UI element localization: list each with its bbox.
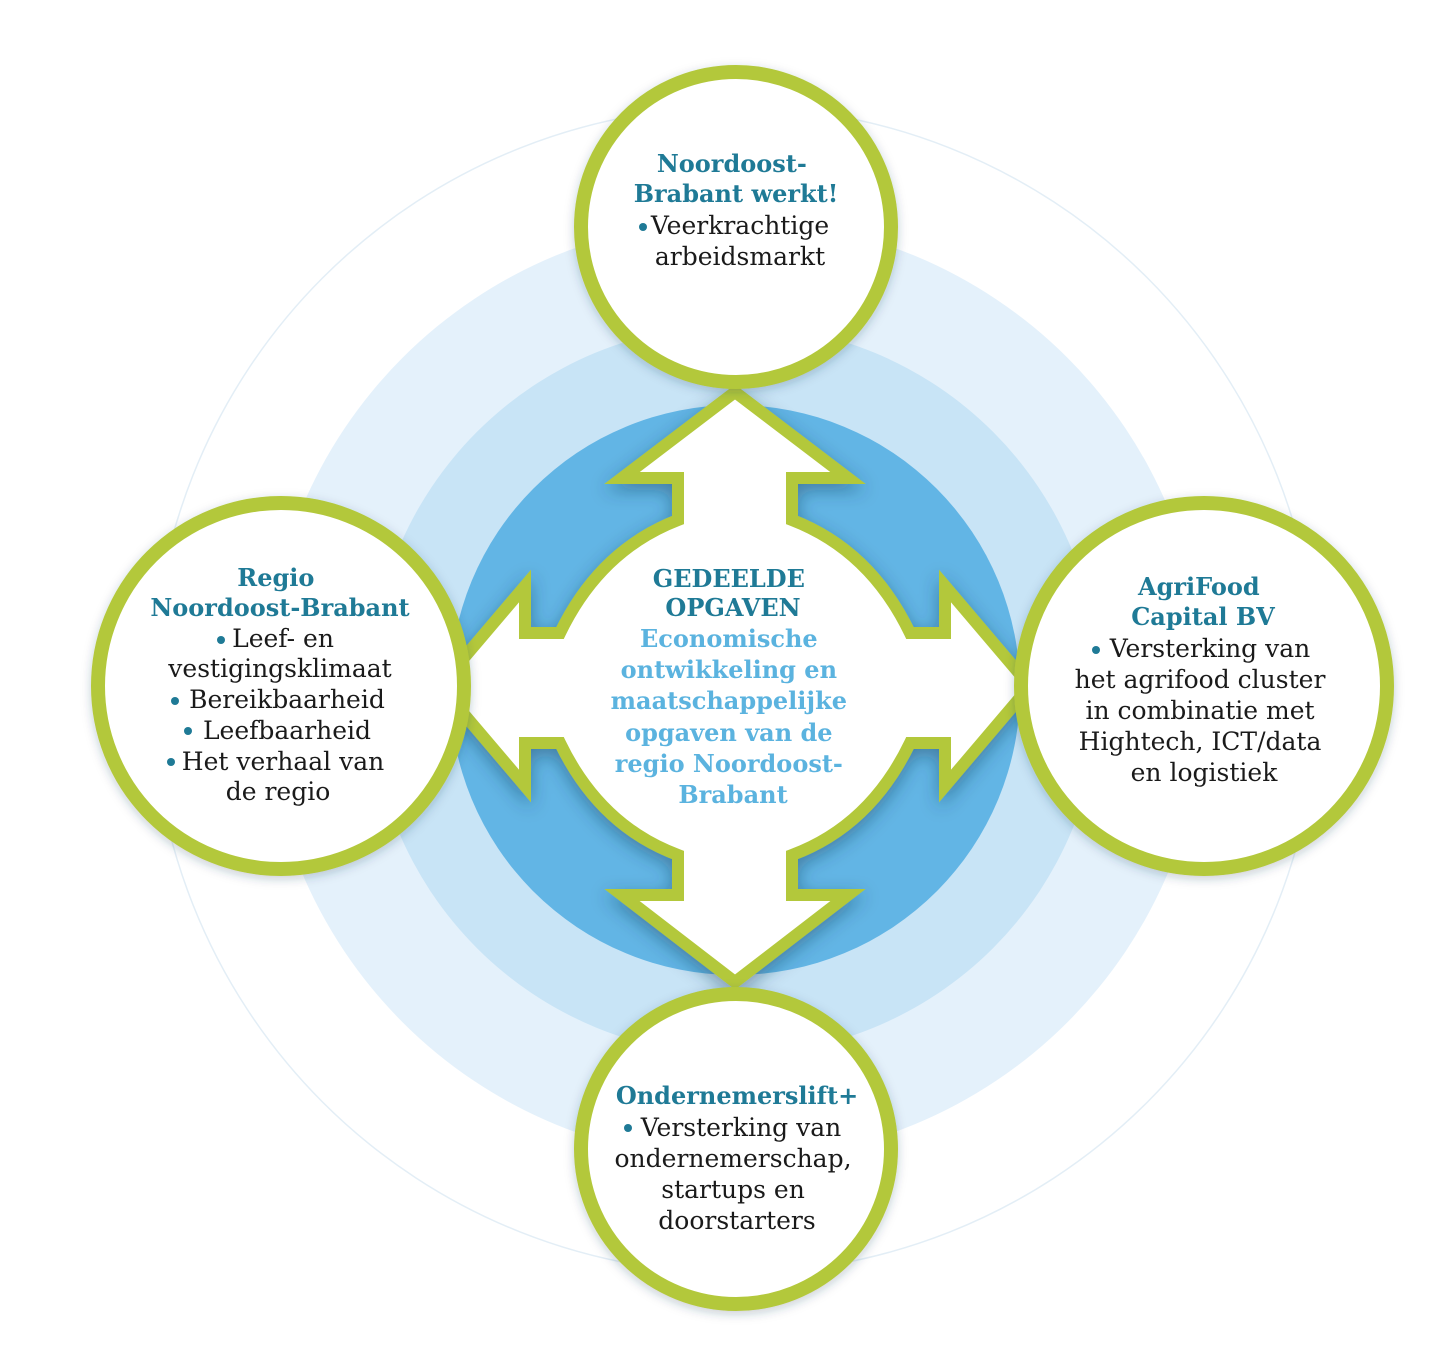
bullet-icon <box>184 727 192 735</box>
node-title-line: AgriFood <box>1137 572 1260 601</box>
node-item-line: ondernemerschap, <box>615 1144 852 1173</box>
center-title: GEDEELDE OPGAVEN <box>653 564 814 622</box>
node-circle-bottom <box>574 987 898 1311</box>
bullet-icon <box>624 1124 632 1132</box>
node-left-item: Het verhaal van de regio <box>182 747 392 806</box>
node-circle-top <box>574 65 898 389</box>
node-title-line: Ondernemerslift+ <box>616 1081 858 1110</box>
node-item-line: doorstarters <box>658 1206 815 1235</box>
node-left-item: Leef- en vestigingsklimaat <box>167 624 391 683</box>
node-item-line: Leefbaarheid <box>203 716 371 745</box>
center-subtitle: Economische ontwikkeling en maatschappel… <box>611 624 856 809</box>
node-item-line: Versterking van <box>640 1113 841 1142</box>
node-circle-left <box>91 496 471 876</box>
node-title-line: Capital BV <box>1131 602 1275 631</box>
node-item-line: Bereikbaarheid <box>189 685 385 714</box>
node-title-line: Noordoost- <box>657 149 807 178</box>
node-top-title: Noordoost- Brabant werkt! <box>634 149 839 208</box>
bullet-icon <box>167 758 175 766</box>
bullet-icon <box>217 636 225 644</box>
node-bottom-title: Ondernemerslift+ <box>616 1081 858 1110</box>
node-left-item: Leefbaarheid <box>203 716 371 745</box>
node-item-line: Veerkrachtige <box>650 211 829 240</box>
node-item-line: Hightech, ICT/data <box>1079 727 1322 756</box>
node-item-line: Het verhaal van <box>182 747 384 776</box>
bullet-icon <box>1092 646 1100 654</box>
node-item-line: en logistiek <box>1131 758 1279 787</box>
center-subtitle-line: regio Noordoost- <box>615 749 843 778</box>
center-subtitle-line: Brabant <box>678 780 787 809</box>
node-title-line: Brabant werkt! <box>634 179 839 208</box>
node-bottom-item: Versterking van ondernemerschap, startup… <box>615 1113 860 1235</box>
center-title-line: OPGAVEN <box>665 593 800 622</box>
bullet-icon <box>171 697 179 705</box>
node-title-line: Noordoost-Brabant <box>150 593 409 622</box>
center-subtitle-line: opgaven van de <box>625 718 833 747</box>
node-left-title: Regio Noordoost-Brabant <box>150 563 409 622</box>
node-right-title: AgriFood Capital BV <box>1131 572 1275 631</box>
node-item-line: arbeidsmarkt <box>655 242 825 271</box>
node-circle-right <box>1014 496 1394 876</box>
node-item-line: de regio <box>226 777 331 806</box>
center-title-line: GEDEELDE <box>653 564 805 593</box>
node-item-line: Versterking van <box>1109 634 1310 663</box>
center-subtitle-line: maatschappelijke <box>611 686 847 715</box>
bullet-icon <box>639 223 647 231</box>
center-subtitle-line: Economische <box>640 624 818 653</box>
node-item-line: Leef- en <box>232 624 334 653</box>
node-item-line: het agrifood cluster <box>1075 665 1326 694</box>
four-way-arrow <box>432 384 1038 990</box>
node-title-line: Regio <box>237 563 314 592</box>
center-subtitle-line: ontwikkeling en <box>621 655 837 684</box>
node-item-line: vestigingsklimaat <box>167 654 391 683</box>
node-item-line: in combinatie met <box>1085 696 1314 725</box>
node-right-item: Versterking van het agrifood cluster in … <box>1075 634 1334 787</box>
node-item-line: startups en <box>661 1175 805 1204</box>
node-left-item: Bereikbaarheid <box>189 685 385 714</box>
node-top-item: Veerkrachtige arbeidsmarkt <box>650 211 837 271</box>
